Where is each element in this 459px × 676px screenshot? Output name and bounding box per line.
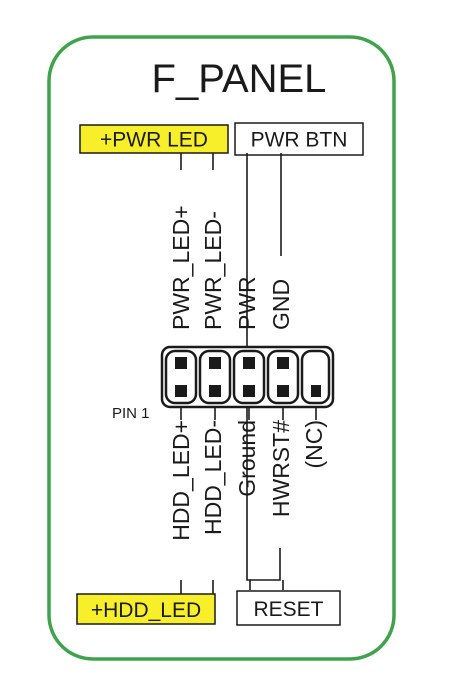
pin-label-hwrst: HWRST# xyxy=(268,420,294,517)
pin-square xyxy=(175,357,187,369)
reset-box-label: RESET xyxy=(253,598,323,621)
pwr-led-box: +PWR LED xyxy=(79,124,229,154)
pin-square xyxy=(243,385,255,397)
header-stubs xyxy=(180,407,317,420)
pin-square xyxy=(209,357,221,369)
pin-label-pwr-led-plus: PWR_LED+ xyxy=(168,205,194,330)
pin-square xyxy=(243,357,255,369)
pin-label-nc: (NC) xyxy=(301,420,327,469)
pin-label-pwr-led-minus: PWR_LED- xyxy=(200,211,226,330)
hdd-led-box: +HDD_LED xyxy=(76,593,216,625)
reset-box: RESET xyxy=(236,590,341,626)
pwr-led-box-label: +PWR LED xyxy=(100,129,208,152)
pin-square xyxy=(277,357,289,369)
pin-label-hdd-led-minus: HDD_LED- xyxy=(200,420,226,535)
pin-label-hdd-led-plus: HDD_LED+ xyxy=(168,420,194,541)
pin-square xyxy=(175,385,187,397)
pin-square xyxy=(277,385,289,397)
panel-title: F_PANEL xyxy=(152,57,327,101)
pin-square xyxy=(311,385,321,397)
pin-header xyxy=(160,345,335,409)
pin-label-ground: Ground xyxy=(234,420,260,497)
hdd-led-box-label: +HDD_LED xyxy=(91,599,201,622)
wires xyxy=(180,153,284,600)
panel-frame xyxy=(47,35,396,661)
pin-square xyxy=(209,385,221,397)
pwr-btn-box: PWR BTN xyxy=(234,122,364,156)
pwr-btn-box-label: PWR BTN xyxy=(251,129,348,152)
pin-label-pwr: PWR xyxy=(234,276,260,330)
pin-label-gnd: GND xyxy=(268,279,294,330)
pin1-label: PIN 1 xyxy=(112,405,150,422)
